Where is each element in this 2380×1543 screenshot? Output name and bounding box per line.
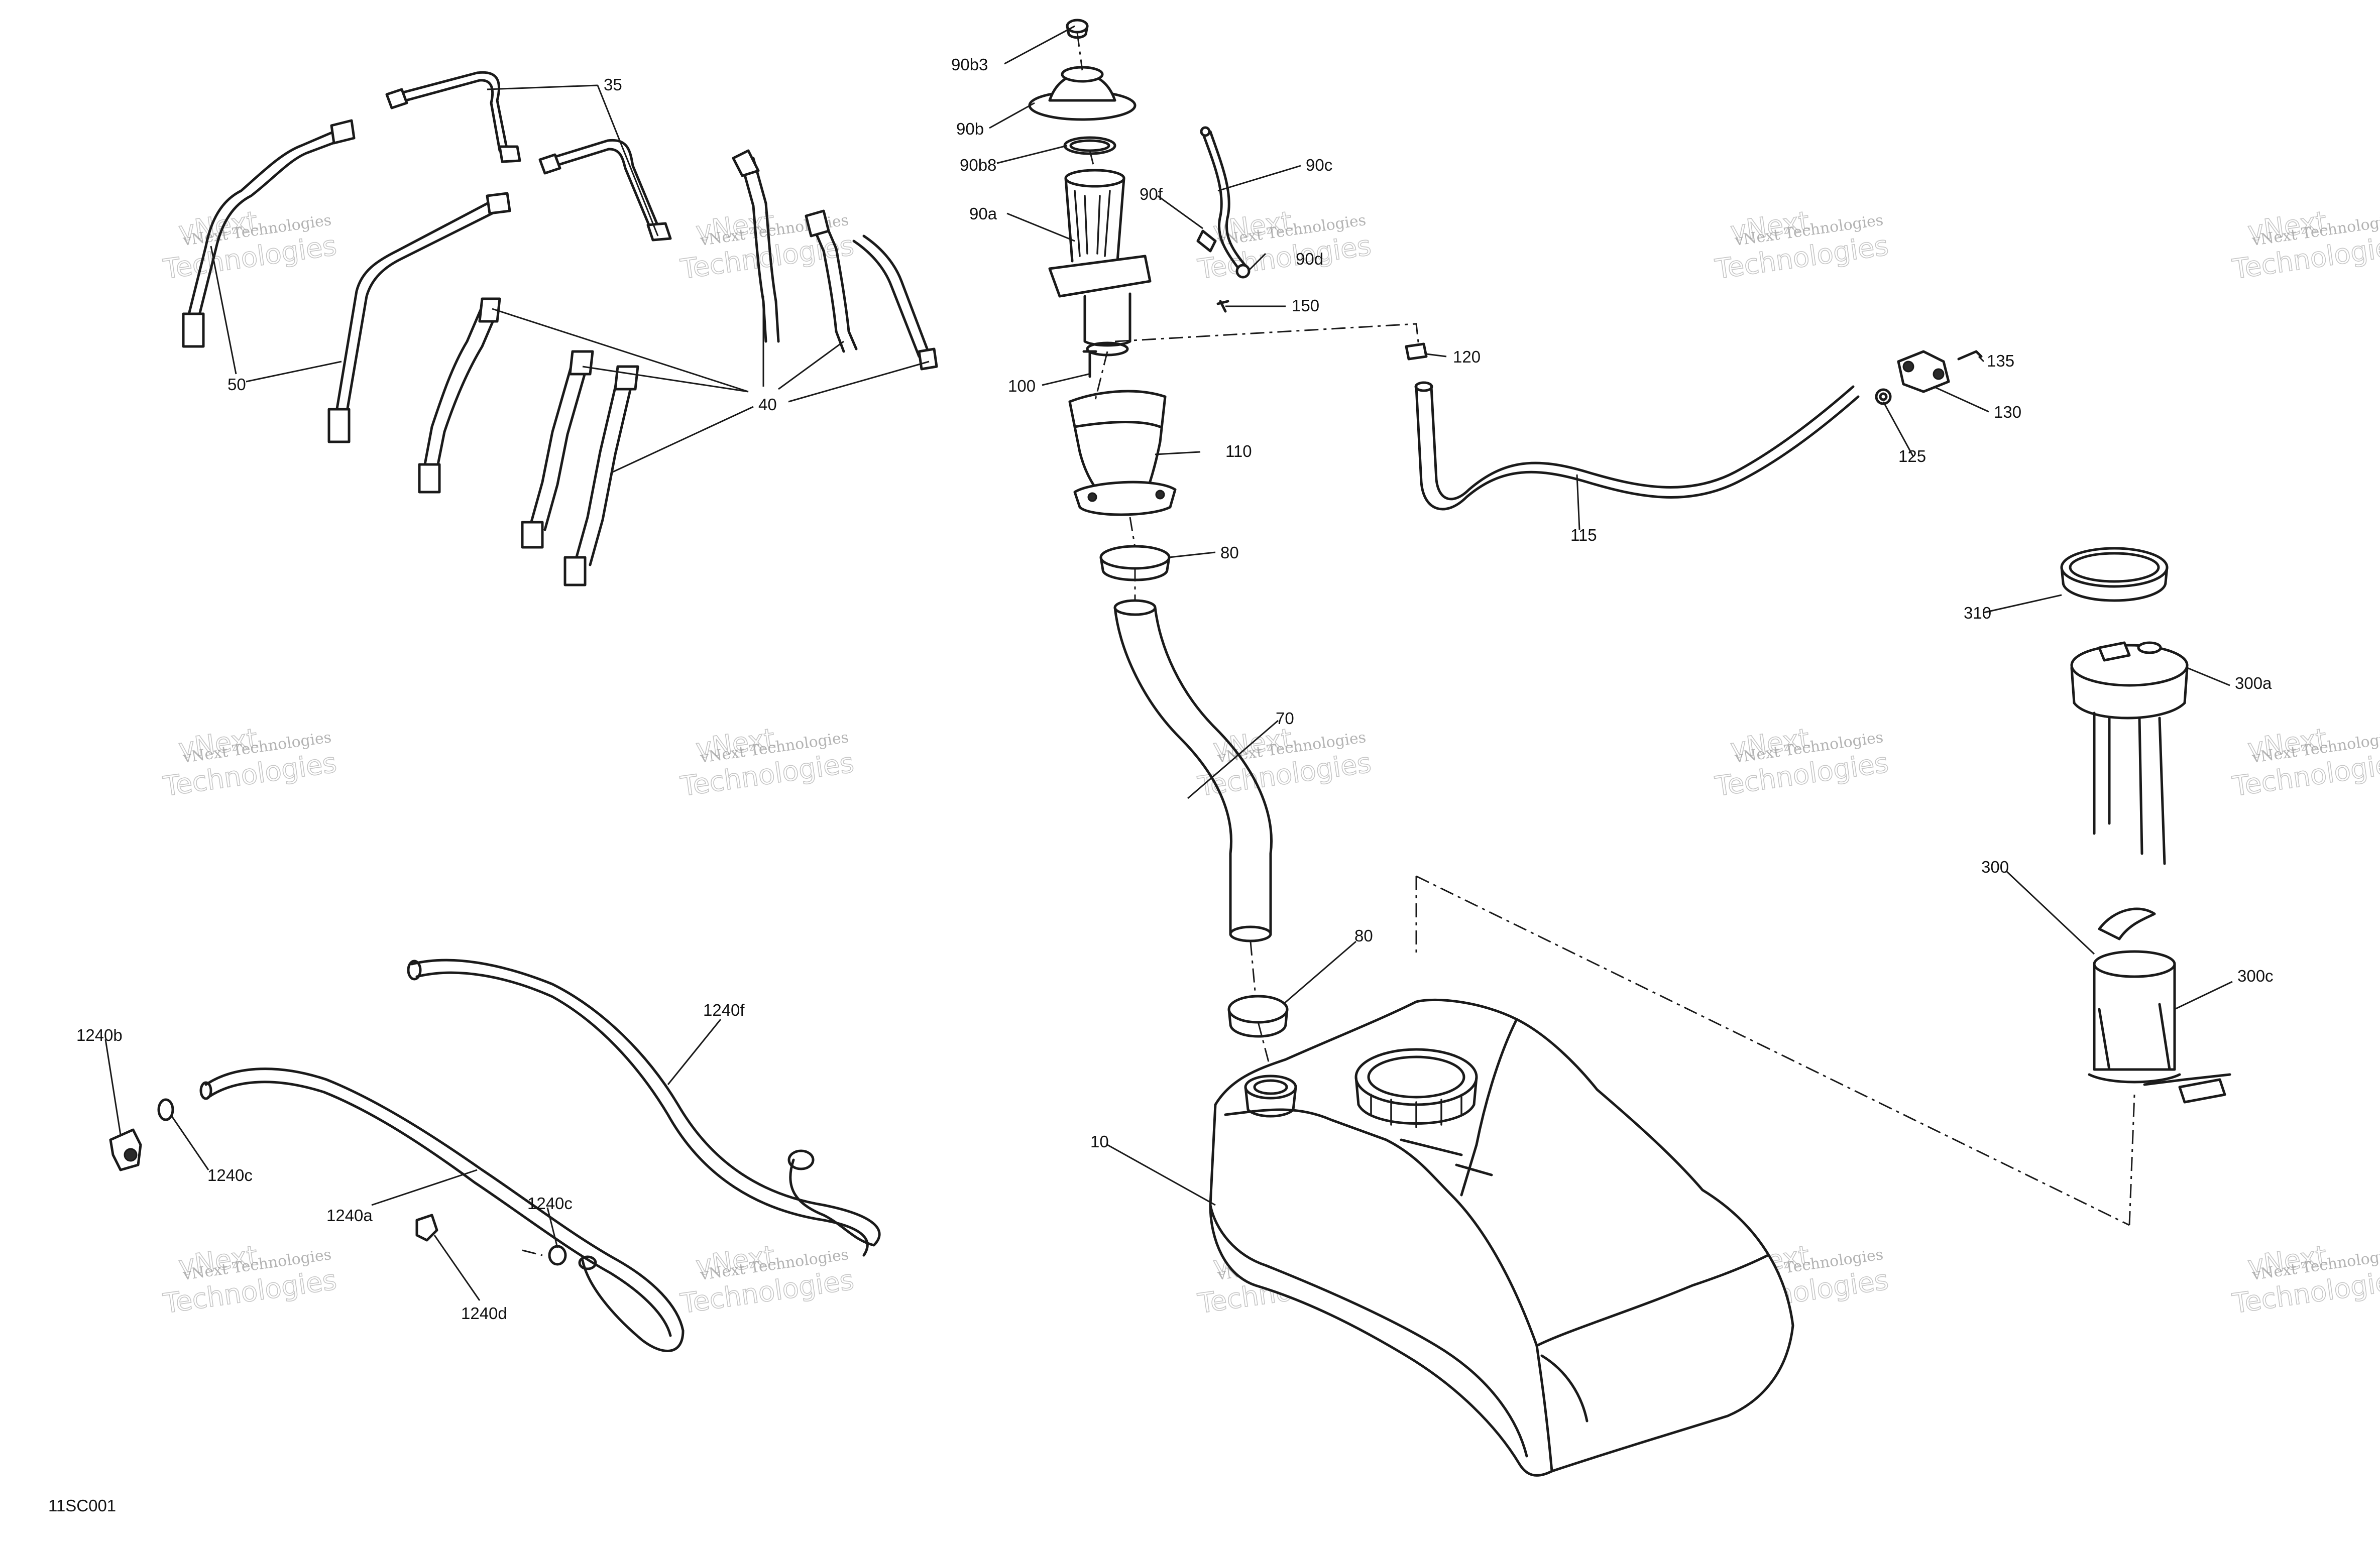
clamp-1240c-b xyxy=(548,1245,567,1266)
callout-leaders xyxy=(104,25,2233,1301)
filler-hose-70 xyxy=(1113,599,1273,942)
valve-130 xyxy=(1897,350,1950,393)
callout-labels: 35 50 40 90b3 90b 90b8 90a 90f 90c 90d 1… xyxy=(76,55,2274,1323)
figure-id: 11SC001 xyxy=(48,1496,116,1515)
callout-label: 90b xyxy=(956,120,984,138)
elbow-1240b xyxy=(109,1128,142,1171)
callout-label: 90a xyxy=(969,204,997,223)
callout-label: 125 xyxy=(1898,447,1926,465)
callout-label: 300 xyxy=(1981,858,2009,876)
strap-40-d xyxy=(732,149,780,343)
callout-label: 1240b xyxy=(76,1026,123,1044)
callout-label: 90c xyxy=(1306,156,1332,174)
sensor-300c xyxy=(2143,1073,2231,1104)
strap-40-b xyxy=(521,350,594,549)
fuel-tank-10 xyxy=(1209,998,1794,1477)
callout-label: 70 xyxy=(1276,709,1294,728)
fitting-120 xyxy=(1405,342,1428,361)
callout-label: 1240c xyxy=(527,1194,573,1213)
strap-40-f xyxy=(852,234,938,371)
clamp-1240c-a xyxy=(157,1098,174,1121)
callout-label: 100 xyxy=(1008,377,1036,395)
strap-35-upper xyxy=(385,71,521,163)
vent-hose-115 xyxy=(1414,381,1860,511)
callout-label: 1240a xyxy=(326,1206,373,1225)
callout-label: 115 xyxy=(1570,526,1597,544)
fitting-1240d xyxy=(415,1214,438,1242)
filler-cap-90b xyxy=(1028,66,1137,121)
callout-label: 50 xyxy=(228,375,246,394)
fitting-90d xyxy=(1235,264,1251,279)
strap-leaders xyxy=(210,84,930,473)
callout-label: 40 xyxy=(758,395,777,414)
callout-label: 300a xyxy=(2235,674,2272,692)
strap-50-lower xyxy=(327,192,511,443)
hose-1240f xyxy=(407,959,881,1257)
callout-label: 1240f xyxy=(703,1001,745,1019)
callout-label: 1240d xyxy=(461,1304,507,1323)
filler-neck-90a xyxy=(1048,169,1152,357)
strap-40-a xyxy=(418,297,501,494)
tank-pump-flange xyxy=(1354,1048,1478,1128)
pump-module-300a xyxy=(2070,641,2189,865)
lock-ring-310 xyxy=(2060,547,2169,602)
callout-label: 35 xyxy=(604,75,622,94)
callout-label: 90d xyxy=(1296,250,1323,268)
tank-fill-port xyxy=(1244,1075,1297,1118)
callout-label: 90b3 xyxy=(951,55,988,74)
callout-label: 150 xyxy=(1292,296,1319,315)
callout-label: 80 xyxy=(1354,926,1373,945)
screw-135 xyxy=(1957,350,1983,361)
callout-label: 120 xyxy=(1453,347,1481,366)
callout-label: 90b8 xyxy=(960,156,996,174)
callout-label: 130 xyxy=(1994,403,2021,421)
callout-label: 310 xyxy=(1964,604,1991,622)
filler-housing-110 xyxy=(1068,390,1177,516)
strap-40-c xyxy=(563,365,639,586)
hose-1240a xyxy=(199,1067,685,1352)
assembly-lines xyxy=(522,32,2135,1256)
screw-150 xyxy=(1216,300,1229,313)
hose-90c xyxy=(1200,126,1250,273)
callout-label: 300c xyxy=(2237,967,2274,985)
callout-label: 1240c xyxy=(207,1166,253,1184)
callout-label: 110 xyxy=(1225,442,1252,460)
clip-90f xyxy=(1196,229,1217,253)
fitting-125 xyxy=(1875,388,1892,405)
strap-40-e xyxy=(805,209,858,353)
clamp-80-lower xyxy=(1227,995,1289,1038)
pump-300 xyxy=(2088,907,2181,1084)
callout-label: 90f xyxy=(1140,185,1163,203)
callout-label: 80 xyxy=(1220,543,1239,562)
strap-50-upper xyxy=(182,119,356,348)
screw-100 xyxy=(1082,350,1097,378)
callout-label: 10 xyxy=(1090,1132,1109,1151)
callout-label: 135 xyxy=(1987,351,2014,370)
strap-35-lower xyxy=(538,139,672,242)
